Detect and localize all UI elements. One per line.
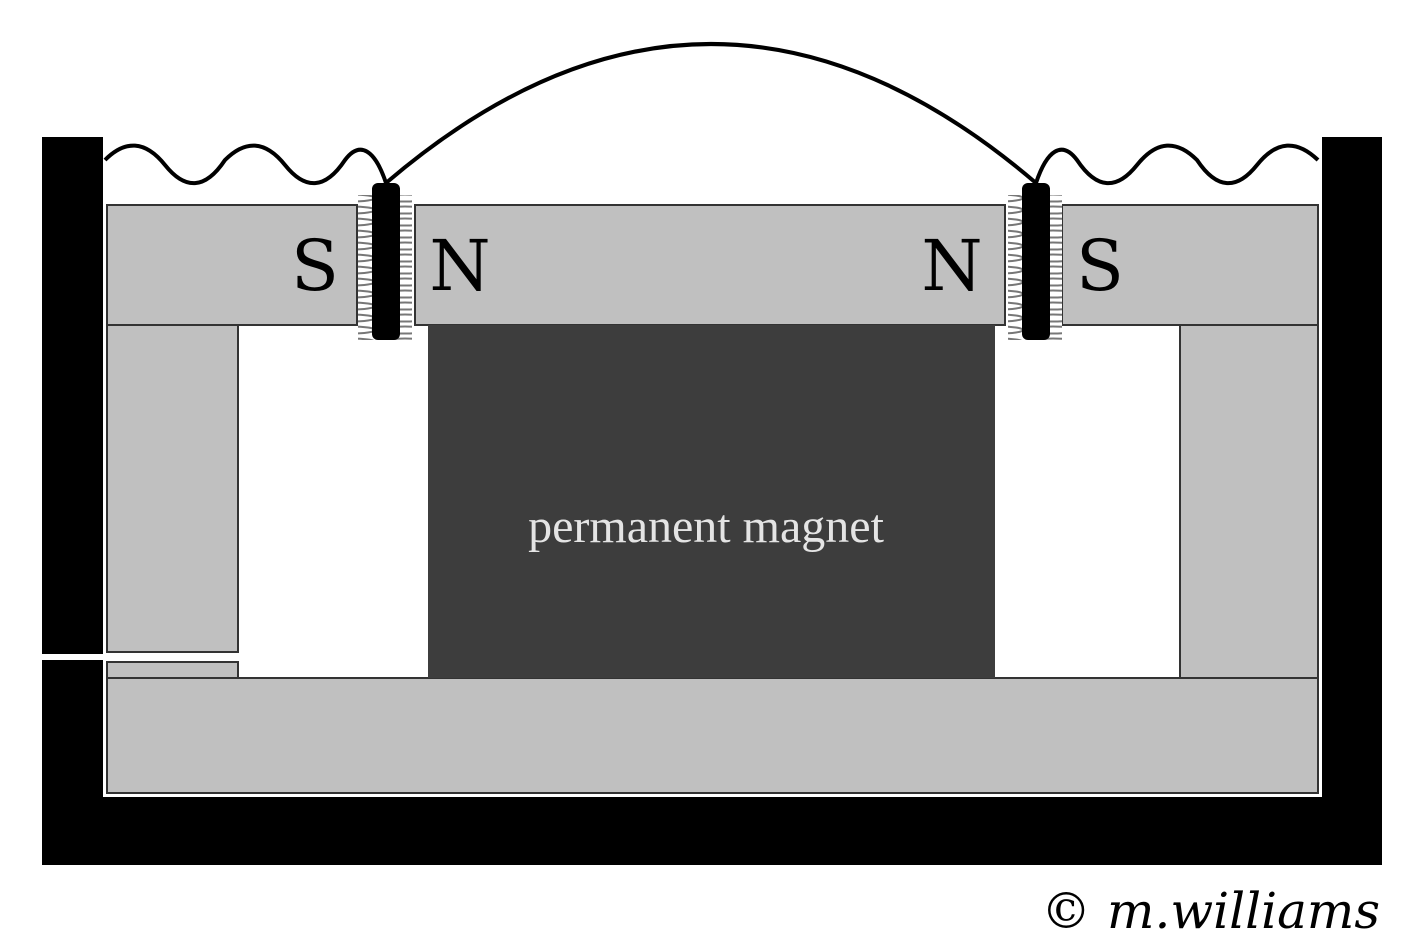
pole-label-right-s: S (1076, 225, 1124, 307)
pole-label-right-n: N (921, 225, 982, 307)
permanent-magnet (428, 325, 995, 678)
pole-label-left-n: N (429, 225, 490, 307)
voice-coil-right (1008, 183, 1062, 340)
iron-yoke (106, 204, 1319, 794)
voice-coil-left (358, 183, 412, 340)
black-frame (40, 137, 1382, 865)
copyright-text: © m.williams (1041, 882, 1380, 940)
surround-right (1034, 143, 1320, 186)
surround-left (103, 143, 388, 186)
speaker-cone (384, 42, 1038, 185)
magnet-label: permanent magnet (528, 500, 885, 553)
pole-label-left-s: S (291, 225, 339, 307)
